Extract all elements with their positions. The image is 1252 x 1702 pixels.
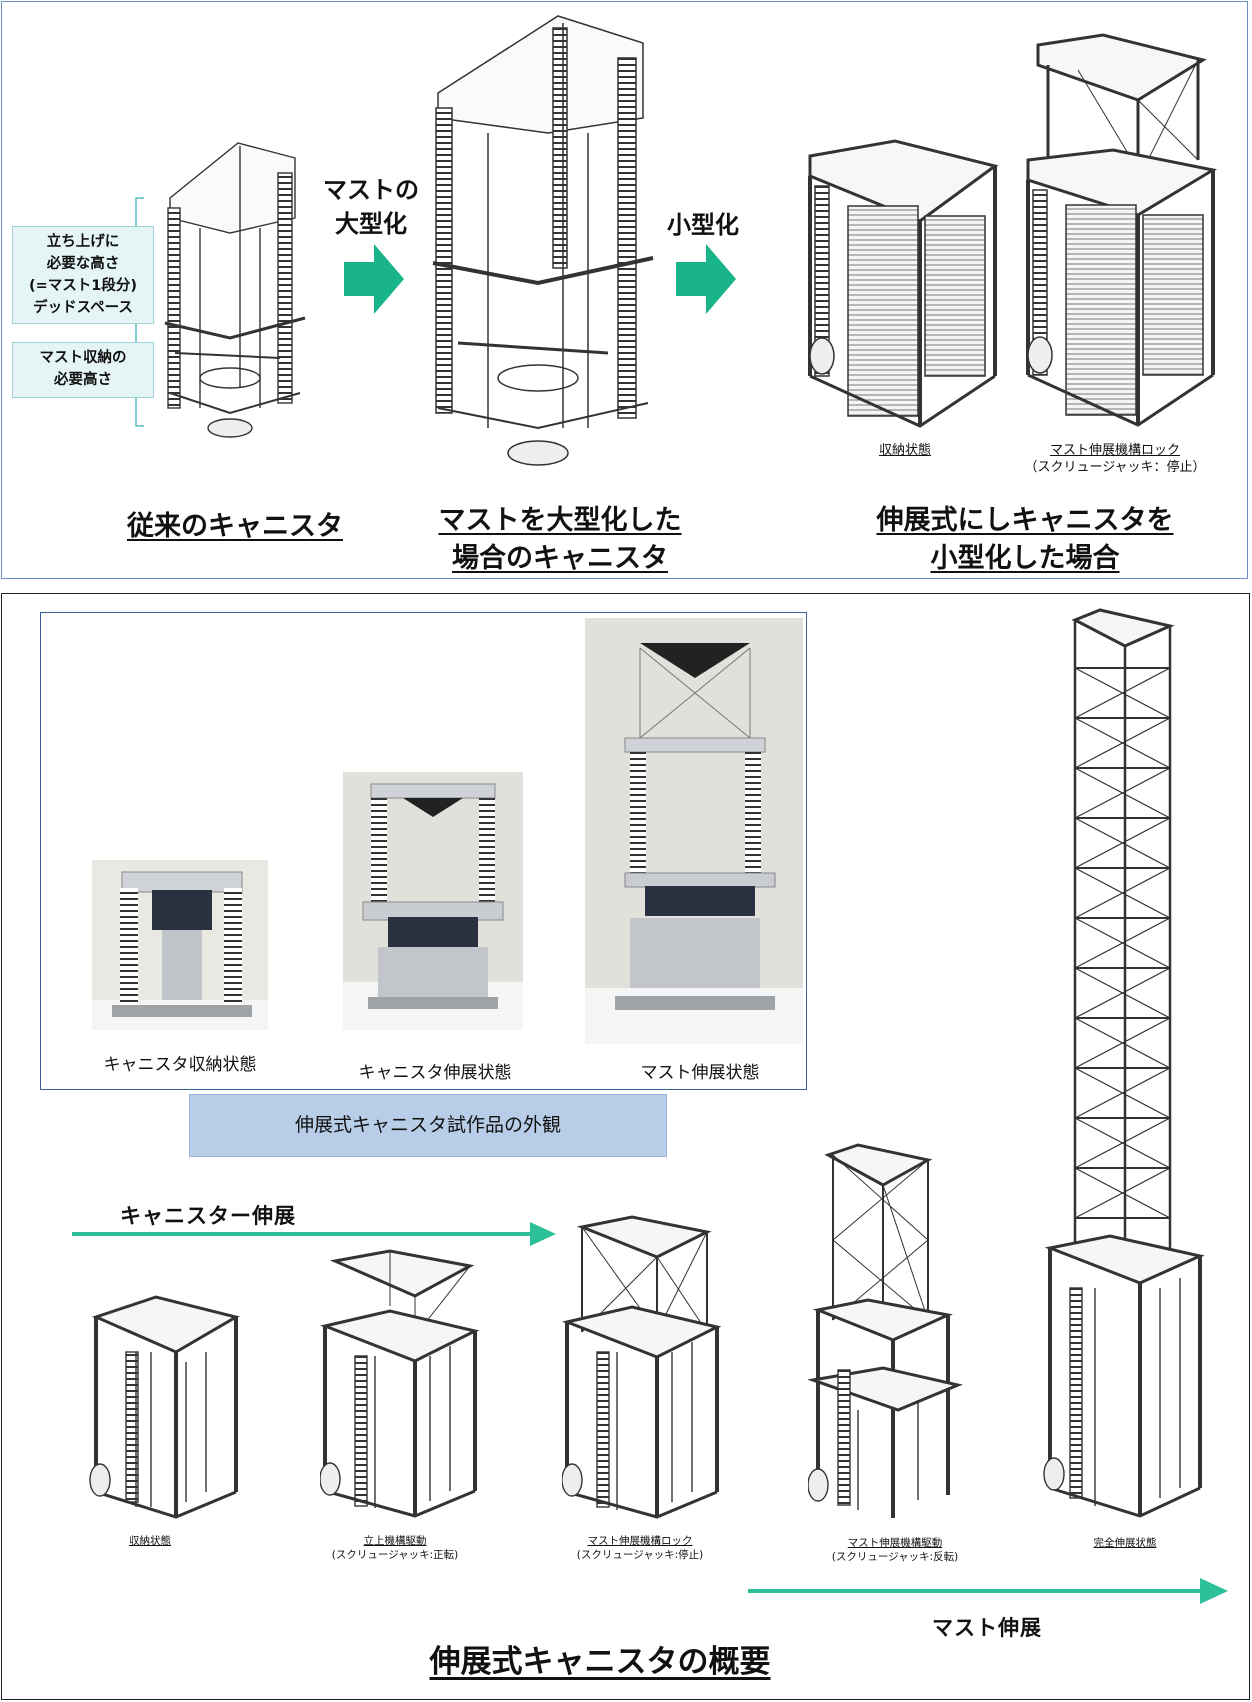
bottom-panel [1, 593, 1250, 1700]
seq-lift-drive-drawing [320, 1249, 480, 1518]
photo-label-mast-extended: マスト伸展状態 [640, 1063, 760, 1083]
canister-extend-label: キャニスター伸展 [120, 1204, 296, 1228]
dead-space-annotation: 立ち上げに 必要な高さ (=マスト1段分) デッドスペース [12, 226, 154, 324]
seq-stowed-drawing [89, 1295, 240, 1519]
main-title: 伸展式キャニスタの概要 [429, 1644, 771, 1680]
mast-lock-compact-canister-drawing [1026, 33, 1218, 427]
canister-extend-arrow-icon [72, 1222, 556, 1246]
green-arrow-right-icon [676, 244, 736, 314]
prototype-caption: 伸展式キャニスタ試作品の外観 [189, 1094, 667, 1157]
seq-mast-lock-drawing [562, 1215, 722, 1519]
mast-storage-annotation: マスト収納の 必要高さ [12, 342, 154, 398]
prototype-photo-frame [40, 612, 807, 1090]
stowed-state-caption: 収納状態 [878, 443, 931, 458]
conventional-canister-heading: 従来のキャニスタ [127, 511, 343, 542]
mast-lock-state-caption: マスト伸展機構ロック （スクリュージャッキ：停止） [1024, 443, 1206, 475]
seq-caption-lift-drive: 立上機構駆動 (スクリュージャッキ:正転) [331, 1535, 459, 1561]
miniaturize-label: 小型化 [667, 211, 739, 239]
photo-canister-extended [343, 772, 523, 1030]
photo-mast-extended [585, 618, 803, 1044]
seq-caption-mast-drive: マスト伸展機構駆動 (スクリュージャッキ:反転) [831, 1537, 959, 1563]
green-arrow-right-icon [344, 244, 404, 314]
seq-caption-fully-extended: 完全伸展状態 [1093, 1537, 1157, 1549]
photo-canister-stowed [92, 860, 268, 1030]
mast-enlarge-label: マストの 大型化 [323, 176, 419, 238]
enlarged-canister-heading: マストを大型化した 場合のキャニスタ [438, 505, 682, 574]
stowed-compact-canister-drawing [808, 139, 999, 428]
mast-extend-arrow-icon [748, 1578, 1228, 1604]
seq-fully-extended-drawing [1043, 608, 1205, 1518]
seq-mast-drive-drawing [808, 1143, 963, 1518]
top-panel [1, 1, 1248, 579]
photo-label-extended: キャニスタ伸展状態 [358, 1063, 512, 1083]
enlarged-canister-drawing [432, 15, 654, 466]
photo-label-stowed: キャニスタ収納状態 [103, 1055, 257, 1075]
mast-extend-label: マスト伸展 [932, 1616, 1042, 1640]
conventional-canister-drawing [164, 142, 306, 438]
seq-caption-stowed: 収納状態 [129, 1535, 171, 1547]
seq-caption-mast-lock: マスト伸展機構ロック (スクリュージャッキ:停止) [576, 1535, 704, 1561]
compact-canister-heading: 伸展式にしキャニスタを 小型化した場合 [876, 505, 1174, 574]
